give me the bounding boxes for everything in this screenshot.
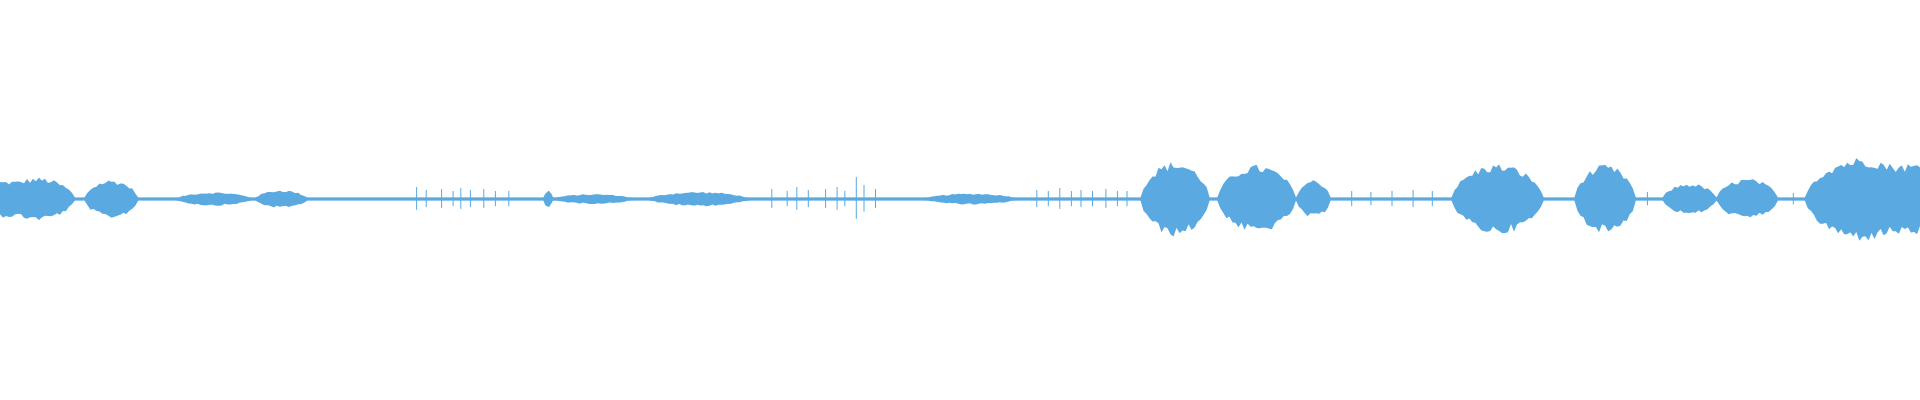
waveform-segment (553, 194, 634, 204)
waveform-segment (1804, 158, 1920, 241)
waveform-segment (84, 180, 139, 218)
waveform-segment (255, 190, 308, 208)
waveform-segment (649, 192, 749, 207)
waveform-segment (0, 177, 75, 221)
waveform-segment (1451, 164, 1544, 234)
waveform-spikes (416, 177, 1794, 219)
waveform-segment (1217, 164, 1296, 230)
waveform-segment (1296, 180, 1331, 217)
waveform-segment (176, 192, 252, 206)
waveform-segment (925, 193, 1018, 205)
waveform-segment (1140, 162, 1210, 237)
waveform-segment (1574, 164, 1636, 233)
waveform-segments (0, 158, 1920, 241)
waveform-segment (1662, 184, 1717, 214)
waveform-segment (1716, 179, 1778, 218)
waveform-segment (543, 190, 553, 207)
